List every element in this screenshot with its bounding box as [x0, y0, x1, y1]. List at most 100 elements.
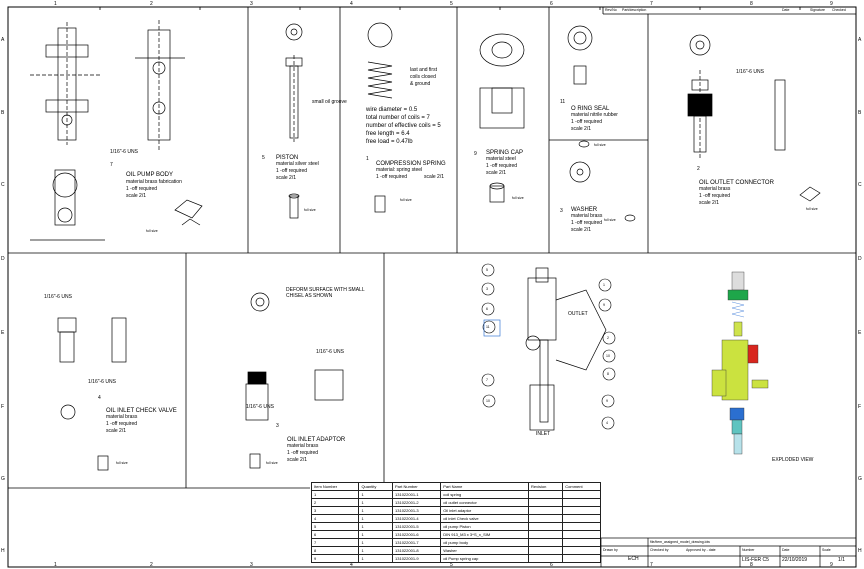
zone-number: 8 — [750, 1, 753, 7]
zone-letter: C — [858, 182, 862, 188]
zone-letter: H — [1, 548, 5, 554]
oil-pump-body-drawing — [30, 20, 203, 241]
part-quantity: 1 -off required — [571, 119, 603, 125]
file-name: file/item_assigned_model_drawing.idw — [650, 540, 710, 544]
part-number-balloon: 5 — [262, 155, 265, 161]
zone-number: 6 — [550, 1, 553, 7]
part-material: material steel — [486, 156, 516, 162]
spring-spec: wire diameter = 0.5 — [366, 107, 418, 113]
zone-letter: H — [858, 548, 862, 554]
zone-number: 4 — [350, 562, 353, 568]
part-number-balloon: 3 — [560, 208, 563, 214]
exploded-view-illustration — [711, 271, 769, 455]
part-material: material nitrile rubber — [571, 112, 618, 118]
title-block-label: Part/description — [622, 8, 647, 12]
balloon-label: 4 — [606, 421, 608, 425]
zone-letter: D — [1, 256, 5, 262]
part-name: O RING SEAL — [571, 106, 610, 112]
part-name: OIL OUTLET CONNECTOR — [699, 180, 774, 186]
outlet-connector-drawing — [687, 34, 821, 202]
balloon-label: 3 — [486, 287, 488, 291]
part-scale: scale 2/1 — [126, 193, 147, 199]
balloon-label: 2 — [607, 336, 609, 340]
zone-letter: B — [1, 110, 5, 116]
zone-letter: C — [1, 182, 5, 188]
approved-by-label: Approved by - date — [686, 548, 716, 552]
part-quantity: 1 -off required — [486, 163, 518, 169]
balloon-label: 10 — [606, 354, 610, 358]
part-material: material brass — [699, 186, 731, 192]
washer-drawing — [569, 161, 636, 222]
balloon-label: 9 — [603, 303, 605, 307]
cell — [527, 554, 564, 563]
balloon-label: 8 — [607, 372, 609, 376]
full-size-label: full size — [146, 229, 158, 233]
title-block-label: Signature — [810, 8, 825, 12]
part-scale: scale 2/1 — [287, 457, 308, 463]
part-material: material: spring steel — [376, 167, 423, 173]
spring-drawing — [367, 22, 393, 213]
part-name: OIL INLET CHECK VALVE — [106, 408, 177, 414]
part-material: material silver steel — [276, 161, 319, 167]
thread-spec: 1/16"-6 UNS — [110, 149, 138, 155]
part-name: OIL PUMP BODY — [126, 172, 174, 178]
part-quantity: 1 -off required — [287, 450, 319, 456]
date-label: Date — [782, 548, 790, 552]
balloon-label: 5 — [486, 268, 488, 272]
part-quantity: 1 -off required — [376, 174, 408, 180]
part-number-balloon: 2 — [697, 166, 700, 172]
piston-drawing — [285, 23, 303, 219]
thread-spec: 1/16"-6 UNS — [736, 69, 764, 75]
cell: 9 — [310, 554, 360, 563]
zone-number: 4 — [350, 1, 353, 7]
zone-number: 2 — [150, 562, 153, 568]
groove-note: small oil groove — [312, 99, 347, 105]
thread-spec: 1/16"-6 UNS — [246, 404, 274, 410]
title-block-label: Date — [782, 8, 790, 12]
deform-note: DEFORM SURFACE WITH SMALL CHISEL AS SHOW… — [286, 287, 365, 299]
balloon-label: 9 — [606, 399, 608, 403]
zone-letter: A — [858, 37, 862, 43]
zone-letter: F — [1, 404, 5, 410]
zone-number: 5 — [450, 1, 453, 7]
part-quantity: 1 -off required — [571, 220, 603, 226]
part-material: material brass — [287, 443, 319, 449]
part-name: OIL INLET ADAPTOR — [287, 437, 346, 443]
zone-number: 3 — [250, 1, 253, 7]
o-ring-drawing — [567, 25, 593, 148]
zone-letter: F — [858, 404, 862, 410]
part-scale: scale 2/1 — [486, 170, 507, 176]
full-size-label: full size — [304, 208, 316, 212]
thread-spec: 1/16"-6 UNS — [44, 294, 72, 300]
spring-spec: number of effective coils = 5 — [366, 123, 441, 129]
drawing-date: 22/10/2019 — [782, 557, 808, 563]
part-scale: scale 2/1 — [571, 126, 592, 132]
part-quantity: 1 -off required — [699, 193, 731, 199]
part-material: material brass — [106, 414, 138, 420]
zone-number: 3 — [250, 562, 253, 568]
full-size-label: full size — [512, 196, 524, 200]
zone-number: 1 — [54, 1, 57, 7]
part-material: material brass — [571, 213, 603, 219]
cell — [562, 554, 601, 563]
parts-list-table: Item Number Quantity Part Number Part Na… — [310, 482, 601, 563]
full-size-label: full size — [604, 218, 616, 222]
part-number-balloon: 1 — [366, 156, 369, 162]
full-size-label: full size — [400, 198, 412, 202]
number-label: Number — [742, 548, 755, 552]
drawn-by-value: ECH — [628, 556, 639, 562]
part-name: PISTON — [276, 155, 299, 161]
zone-number: 9 — [830, 1, 833, 7]
check-valve-drawing — [57, 317, 127, 471]
part-number-balloon: 7 — [110, 162, 113, 168]
part-scale: scale 2/1 — [276, 175, 297, 181]
part-name: COMPRESSION SPRING — [376, 161, 446, 167]
full-size-label: full size — [266, 461, 278, 465]
drawing-number: LIS-FER C5 — [742, 557, 769, 563]
title-block-label: Checked — [832, 8, 846, 12]
assembly-section-drawing — [481, 263, 616, 431]
balloon-label: 1 — [603, 283, 605, 287]
